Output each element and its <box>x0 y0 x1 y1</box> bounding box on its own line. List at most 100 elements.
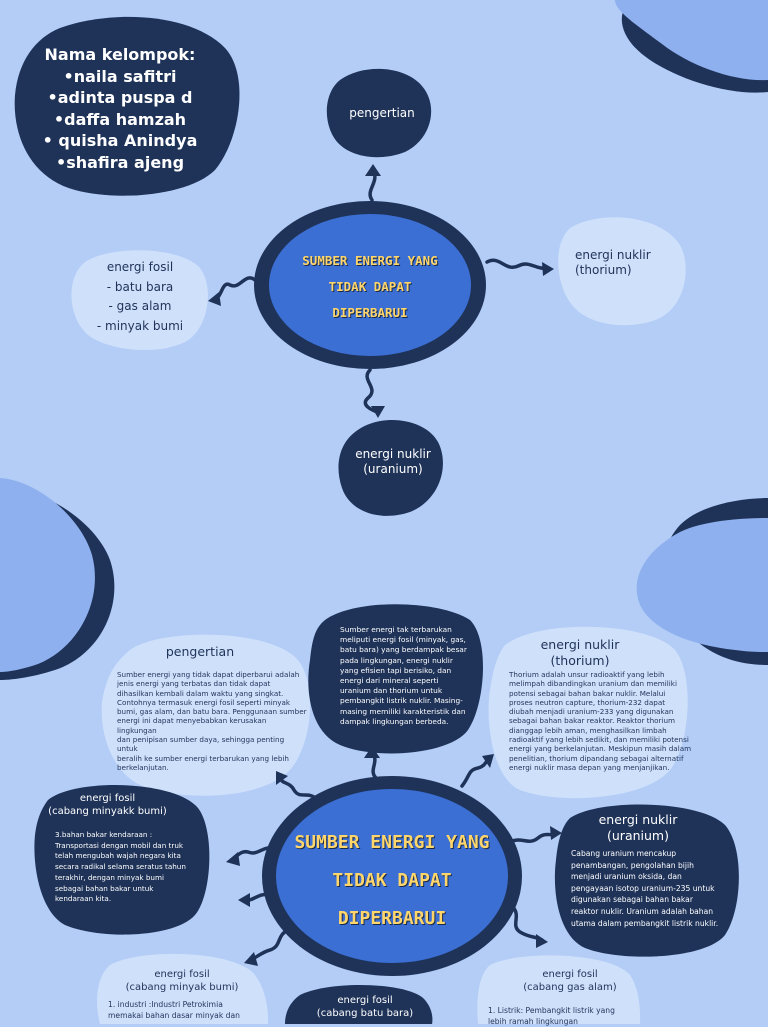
paragraph-line: Sumber energi yang tidak dapat diperbaru… <box>117 670 300 679</box>
bottom-fossil-gasalam-paragraph: 1. Listrik: Pembangkit listrik yang lebi… <box>488 1005 638 1027</box>
paragraph-line: sebagai bahan bakar reaktor. Reaktor tho… <box>509 716 676 726</box>
heading-line: (cabang gas alam) <box>523 982 617 993</box>
paragraph-line: menjadi uranium oksida, dan <box>571 872 682 882</box>
group-member: • quisha Anindya <box>42 131 198 150</box>
paragraph-line: meliputi energi fosil (minyak, gas, <box>340 635 466 645</box>
bottom-fossil-batubara-blob <box>285 984 433 1024</box>
paragraph-line: kendaraan kita. <box>55 894 112 904</box>
paragraph-line: melimpah dibandingkan uranium dan memili… <box>509 679 677 689</box>
paragraph-line: dan penipisan sumber daya, sehingga pent… <box>117 735 285 754</box>
paragraph-line: diubah menjadi uranium-233 yang digunaka… <box>509 707 674 717</box>
group-members: Nama kelompok: •naila safitri •adinta pu… <box>30 44 210 173</box>
paragraph-line: energi ini dapat menyebabkan kerusakan l… <box>117 716 267 735</box>
bottom-fossil-minyak2-heading: energi fosil (cabang minyak bumi) <box>112 968 252 994</box>
decor-blob-top-right-light <box>615 0 768 81</box>
bottom-pengertian-heading: pengertian <box>165 644 235 659</box>
paragraph-line: jenis energi yang terbatas dan tidak dap… <box>117 679 271 689</box>
bottom-fossil-gasalam-heading: energi fosil (cabang gas alam) <box>505 968 635 994</box>
paragraph-line: energi nuklir masa depan yang menjanjika… <box>509 762 670 772</box>
top-fossil-line: - gas alam <box>108 299 172 313</box>
group-member: •adinta puspa d <box>47 88 193 107</box>
top-thorium-line2: (thorium) <box>575 263 632 277</box>
top-center-title-line3: DIPERBARUI <box>332 305 408 320</box>
paragraph-line: pembangkit listrik nuklir. Masing- <box>340 696 463 706</box>
top-fossil-blob <box>71 250 208 351</box>
paragraph-line: reaktor nuklir. Uranium adalah bahan <box>571 906 714 916</box>
bottom-uranium-heading: energi nuklir (uranium) <box>578 812 698 843</box>
paragraph-line: proses neutron capture, thorium-232 dapa… <box>509 697 666 707</box>
bottom-fossil-minyak1-paragraph: 3.bahan bakar kendaraan : Transportasi d… <box>55 830 205 905</box>
top-pengertian-blob <box>326 68 432 158</box>
paragraph-line: berkelanjutan. <box>117 762 169 772</box>
paragraph-line: pada lingkungan, energi nuklir <box>340 655 453 665</box>
heading-line: energi nuklir <box>540 637 620 652</box>
paragraph-line: dihasilkan kembali dalam waktu yang sing… <box>117 688 284 698</box>
bottom-center-title-line1: SUMBER ENERGI YANG <box>294 832 490 853</box>
paragraph-line: dianggap lebih aman, menghasilkan limbah <box>509 725 667 735</box>
top-thorium-line1: energi nuklir <box>575 248 651 262</box>
bottom-fossil-minyak1-heading: energi fosil (cabang minyakk bumi) <box>40 792 175 818</box>
bottom-summary-blob <box>308 604 483 754</box>
bottom-uranium-blob <box>554 804 739 957</box>
paragraph-line: beralih ke sumber energi terbarukan yang… <box>117 753 289 763</box>
paragraph-line: Cabang uranium mencakup <box>571 849 677 858</box>
bottom-thorium-paragraph: Thorium adalah unsur radioaktif yang leb… <box>509 670 694 772</box>
paragraph-line: Transportasi dengan mobil dan truk <box>55 840 184 850</box>
paragraph-line: utama dalam pembangkit listrik nuklir. <box>571 918 719 928</box>
paragraph-line: dampak lingkungan berbeda. <box>340 716 449 726</box>
paragraph-line: telah mengubah wajah negara kita <box>55 851 181 861</box>
top-fossil-line: - minyak bumi <box>96 318 184 333</box>
bottom-uranium-paragraph: Cabang uranium mencakup penambangan, pen… <box>571 848 736 929</box>
paragraph-line: secara radikal selama seratus tahun <box>55 862 186 872</box>
bottom-fossil-minyak2-blob <box>97 953 269 1024</box>
top-arrowheads <box>208 164 554 418</box>
paragraph-line: digunakan sebagai bahan bakar <box>571 895 693 905</box>
bottom-center-title-line3: DIPERBARUI <box>337 908 447 929</box>
paragraph-line: memakai bahan dasar minyak dan <box>108 1011 240 1020</box>
decor-blob-left-light <box>0 478 95 672</box>
top-center-title-line2: TIDAK DAPAT <box>328 279 412 294</box>
bottom-pengertian-paragraph: Sumber energi yang tidak dapat diperbaru… <box>117 670 307 772</box>
top-thorium-blob <box>558 217 686 326</box>
heading-line: energi fosil <box>154 969 210 980</box>
bottom-fossil-batubara-heading: energi fosil (cabang batu bara) <box>300 994 430 1020</box>
group-member: •shafira ajeng <box>55 152 185 172</box>
top-uranium-line2: (uranium) <box>363 462 423 476</box>
paragraph-line: yang efisien tapi berisiko, dan <box>340 665 452 675</box>
paragraph-line: radioaktif yang lebih sedikit, dan memil… <box>509 735 689 745</box>
paragraph-line: energi dari mineral seperti <box>340 676 439 686</box>
paragraph-line: penelitian, thorium dipandang sebagai al… <box>509 753 684 763</box>
top-center-fill <box>269 214 471 356</box>
bottom-fossil-minyak1-blob <box>34 785 210 935</box>
paragraph-line: sebagai bahan bakar untuk <box>55 883 154 893</box>
paragraph-line: 1. industri :Industri Petrokimia <box>108 1000 223 1009</box>
heading-line: (cabang minyakk bumi) <box>48 806 167 817</box>
top-uranium-line1: energi nuklir <box>355 447 431 461</box>
bottom-center-title-line2: TIDAK DAPAT <box>332 870 452 891</box>
paragraph-line: Thorium adalah unsur radioaktif yang leb… <box>509 670 665 679</box>
paragraph-line: batu bara) yang berdampak besar <box>340 645 467 655</box>
paragraph-line: Contohnya termasuk energi fosil seperti … <box>117 697 291 707</box>
heading-line: (thorium) <box>550 652 610 668</box>
top-fossil-line: - batu bara <box>106 279 174 294</box>
paragraph-line: pengayaan isotop uranium-235 untuk <box>571 883 715 893</box>
heading-line: energi fosil <box>337 995 393 1006</box>
top-fossil-line: energi fosil <box>106 260 174 274</box>
paragraph-line: Sumber energi tak terbarukan <box>340 625 452 634</box>
heading-line: (uranium) <box>607 827 669 843</box>
top-center-title-line1: SUMBER ENERGI YANG <box>302 253 438 268</box>
heading-line: (cabang minyak bumi) <box>125 982 239 993</box>
bottom-summary-paragraph: Sumber energi tak terbarukan meliputi en… <box>340 625 480 727</box>
top-uranium-label: energi nuklir (uranium) <box>343 447 443 477</box>
bottom-center-title: SUMBER ENERGI YANG TIDAK DAPAT DIPERBARU… <box>272 824 512 938</box>
heading-line: (cabang batu bara) <box>316 1008 414 1019</box>
paragraph-line: masing memiliki karakteristik dan <box>340 706 466 716</box>
top-center-title: SUMBER ENERGI YANG TIDAK DAPAT DIPERBARU… <box>280 248 460 326</box>
paragraph-line: terakhir, dengan minyak bumi <box>55 872 164 882</box>
group-member: •naila safitri <box>63 66 177 86</box>
paragraph-line: uranium dan thorium untuk <box>340 686 443 696</box>
group-member: •daffa hamzah <box>53 109 187 129</box>
paragraph-line: potensi sebagai bahan bakar nuklir. Mela… <box>509 688 666 698</box>
bottom-thorium-blob <box>488 626 688 799</box>
